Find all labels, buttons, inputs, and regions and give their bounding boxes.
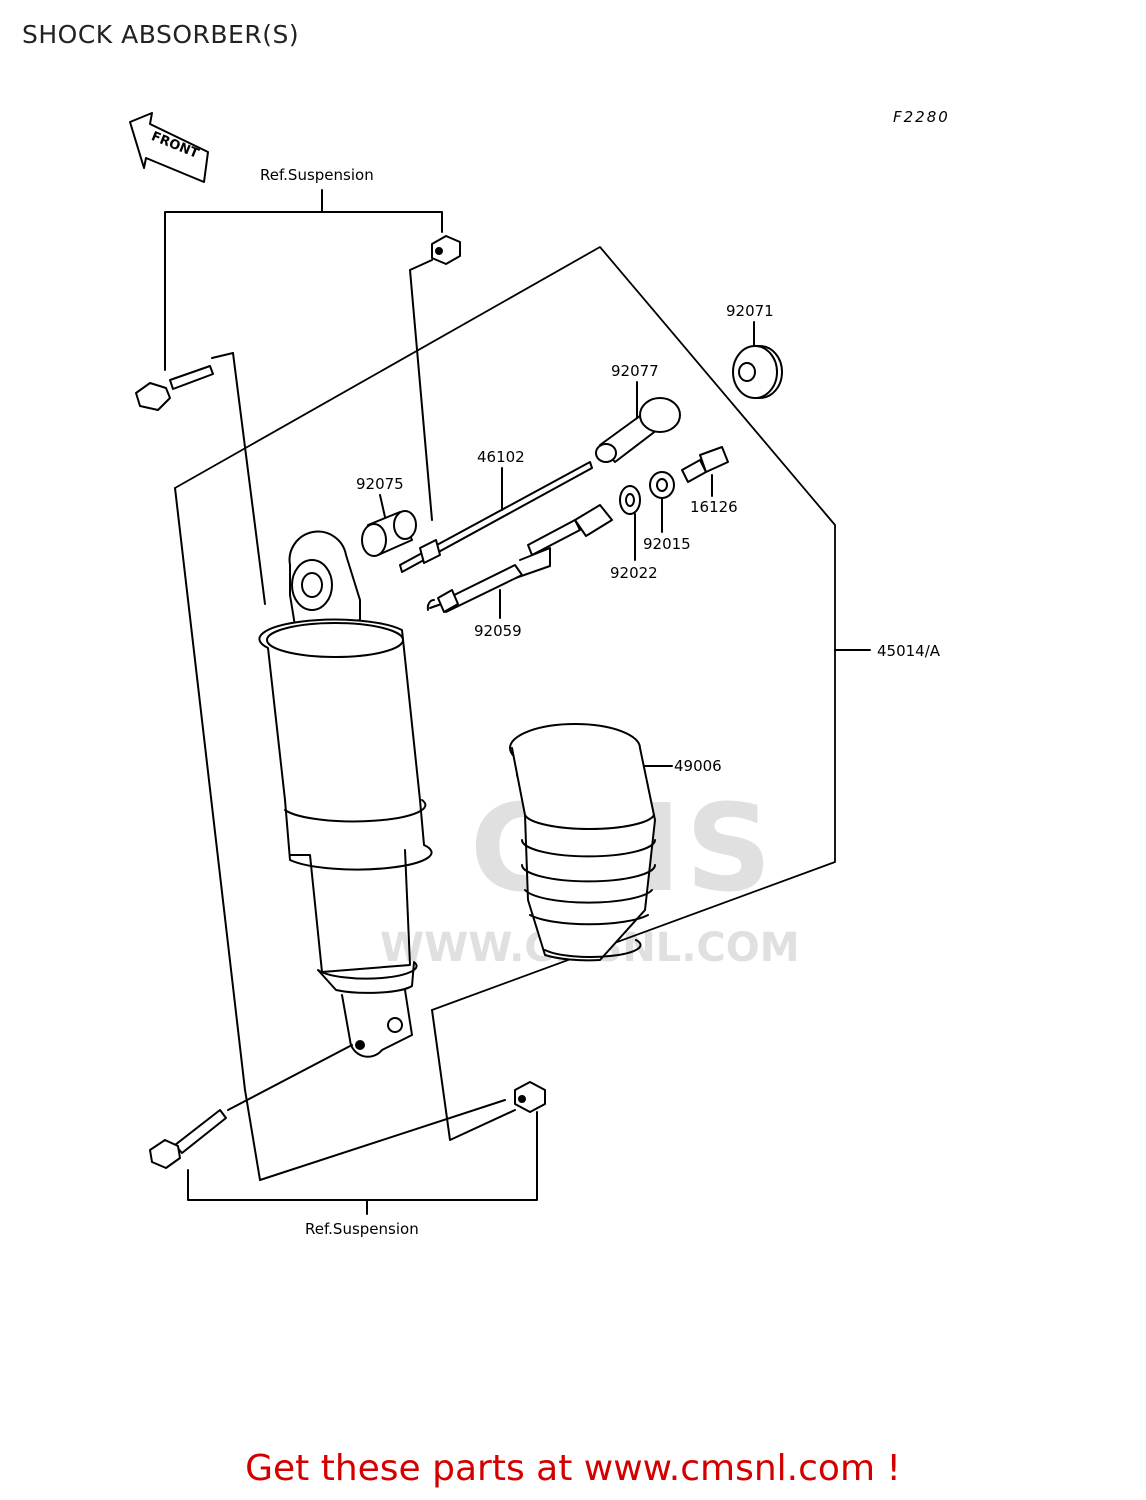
part-49006-icon xyxy=(509,723,656,962)
part-92015-icon xyxy=(649,471,675,499)
top-bolt-icon xyxy=(135,365,214,411)
part-92059-icon xyxy=(426,564,523,613)
part-label-16126: 16126 xyxy=(690,498,738,516)
bottom-nut-icon xyxy=(514,1081,546,1113)
ref-bottom-bracket xyxy=(187,1111,538,1215)
part-label-92022: 92022 xyxy=(610,564,658,582)
part-92075-icon xyxy=(361,510,417,557)
part-16126-icon xyxy=(681,446,729,483)
part-92022-icon xyxy=(619,485,641,515)
ref-suspension-top-label: Ref.Suspension xyxy=(260,166,374,184)
part-92071-icon xyxy=(732,345,783,399)
part-92077-icon xyxy=(595,397,681,463)
exploded-diagram xyxy=(129,112,871,1215)
ref-suspension-bottom-label: Ref.Suspension xyxy=(305,1220,419,1238)
promo-link[interactable]: Get these parts at www.cmsnl.com ! xyxy=(245,1448,901,1489)
part-label-49006: 49006 xyxy=(674,757,722,775)
page-title: SHOCK ABSORBER(S) xyxy=(22,20,300,49)
assembly-frame xyxy=(174,246,836,1011)
shock-absorber-icon xyxy=(258,530,433,1058)
front-arrow-icon xyxy=(129,112,209,183)
part-label-92059: 92059 xyxy=(474,622,522,640)
part-label-45014a: 45014/A xyxy=(877,642,941,660)
part-label-92075: 92075 xyxy=(356,475,404,493)
top-nut-icon xyxy=(431,235,461,265)
part-label-92077: 92077 xyxy=(611,362,659,380)
part-label-92071: 92071 xyxy=(726,302,774,320)
figure-code: F2280 xyxy=(893,108,950,126)
part-46102-icon xyxy=(399,461,593,573)
part-label-46102: 46102 xyxy=(477,448,525,466)
bottom-bolt-icon xyxy=(149,1109,227,1169)
ref-top-bracket xyxy=(164,189,443,371)
part-rod-fitting-icon xyxy=(527,504,613,556)
part-label-92015: 92015 xyxy=(643,535,691,553)
